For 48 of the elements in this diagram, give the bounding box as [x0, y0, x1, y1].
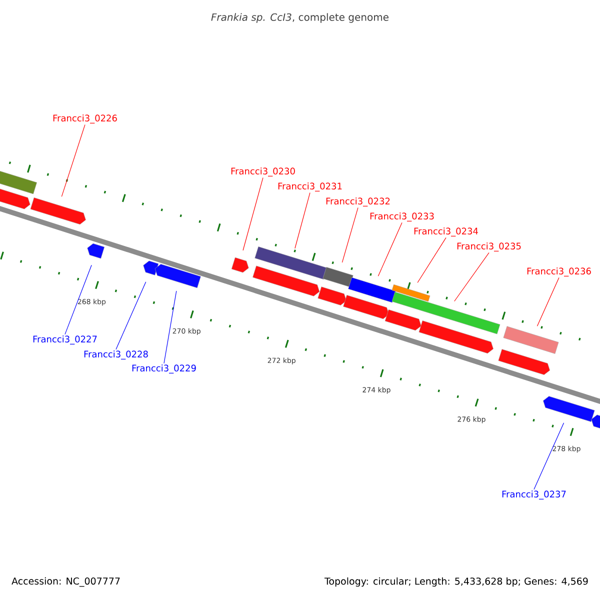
- gene-feature: [543, 396, 595, 422]
- gene-feature: [87, 243, 105, 259]
- leader-line: [116, 282, 146, 350]
- gene-label: Francci3_0235: [457, 242, 521, 252]
- gene-block: [0, 170, 37, 194]
- title: Frankia sp. CcI3, complete genome: [211, 13, 388, 23]
- leader-line: [164, 290, 177, 364]
- gene-label: Francci3_0236: [527, 268, 591, 276]
- gene-feature: [318, 286, 347, 306]
- gene-label: Francci3_0233: [370, 212, 434, 222]
- leader-line: [64, 264, 92, 335]
- gene-feature: [154, 264, 201, 288]
- leader-line: [454, 252, 490, 302]
- gene-label: Francci3_0230: [231, 168, 295, 176]
- gene-feature: [343, 294, 390, 320]
- gene-feature: [591, 414, 600, 430]
- gene-block: [322, 266, 354, 288]
- genome-info-text: Topology: circular; Length: 5,433,628 bp; Genes: 4,569: [324, 577, 588, 587]
- gene-feature: [30, 197, 86, 225]
- gene-feature: [384, 309, 422, 331]
- gene-label: Francci3_0237: [502, 490, 566, 500]
- gene-feature: [252, 266, 320, 296]
- gene-block: [392, 284, 430, 302]
- gene-label: Francci3_0228: [84, 350, 148, 360]
- gene-feature: [498, 349, 550, 375]
- gene-label: Francci3_0231: [278, 182, 342, 192]
- gene-label: Francci3_0229: [132, 364, 196, 374]
- leader-line: [61, 124, 86, 197]
- gene-feature: [418, 320, 494, 354]
- leader-line: [536, 277, 560, 326]
- leader-line: [378, 222, 402, 276]
- leader-line: [294, 192, 310, 249]
- gene-label: Francci3_0226: [53, 114, 117, 124]
- leader-line: [534, 422, 564, 490]
- gene-feature: [231, 257, 249, 273]
- gene-block: [254, 246, 328, 280]
- leader-line: [242, 177, 264, 251]
- gene-block: [348, 277, 396, 303]
- gene-label: Francci3_0232: [326, 198, 390, 206]
- gene-feature: [143, 260, 159, 276]
- leader-line: [342, 207, 358, 263]
- leader-line: [417, 237, 446, 283]
- gene-block: [392, 292, 500, 334]
- gene-label: Francci3_0234: [414, 228, 478, 236]
- gene-block: [503, 326, 559, 354]
- accession-text: Accession: NC_007777: [12, 577, 120, 587]
- gene-label: Francci3_0227: [33, 336, 97, 344]
- gene-feature: [0, 186, 30, 210]
